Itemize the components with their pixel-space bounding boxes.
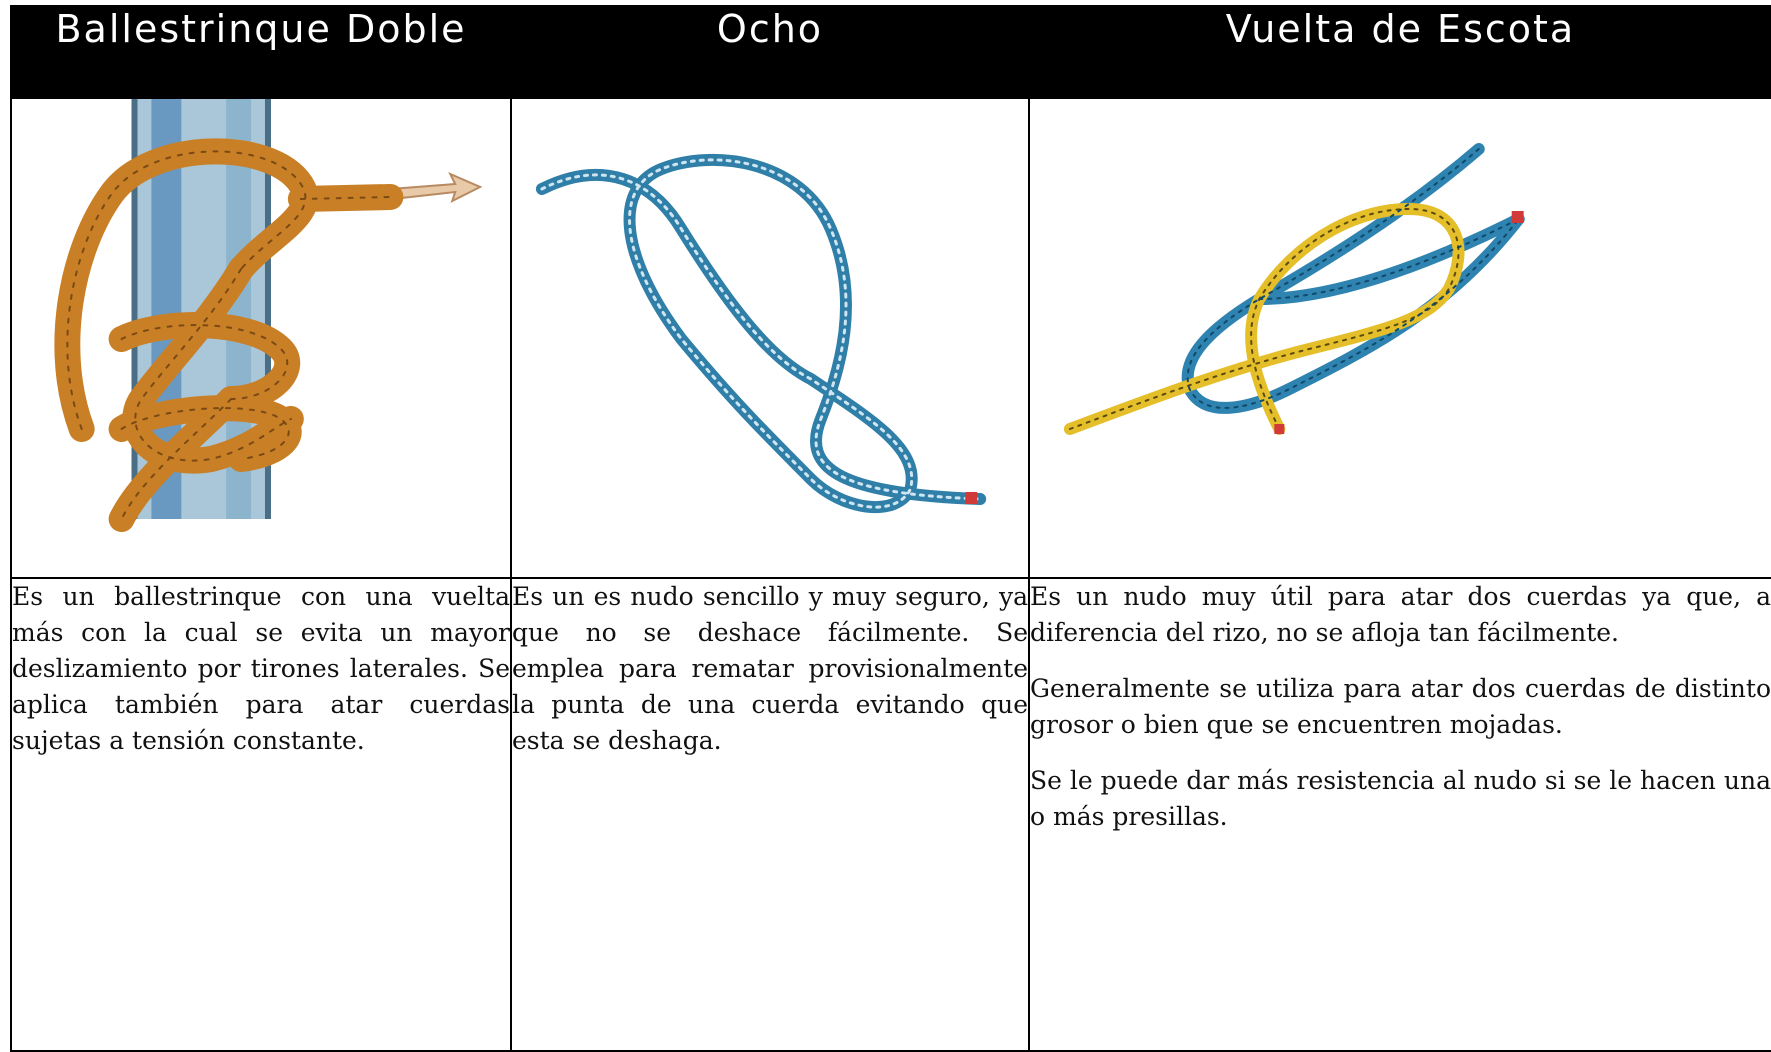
illustration-cell-vuelta-de-escota xyxy=(1028,97,1771,579)
column-title-ocho: Ocho xyxy=(510,5,1030,99)
description-paragraph: Generalmente se utiliza para atar dos cu… xyxy=(1030,674,1771,739)
description-paragraph: Es un es nudo sencillo y muy seguro, ya … xyxy=(512,582,1028,755)
sheet-bend-illustration xyxy=(1063,143,1525,435)
description-vuelta-de-escota: Es un nudo muy útil para atar dos cuerda… xyxy=(1028,577,1771,1052)
description-ocho: Es un es nudo sencillo y muy seguro, ya … xyxy=(510,577,1030,1052)
description-paragraph: Se le puede dar más resistencia al nudo … xyxy=(1030,766,1771,831)
clove-hitch-illustration xyxy=(54,99,483,532)
illustration-row xyxy=(10,97,1771,579)
illustration-cell-ocho xyxy=(510,97,1030,579)
description-paragraph: Es un ballestrinque con una vuelta más c… xyxy=(12,582,510,755)
illustration-cell-ballestrinque xyxy=(10,97,512,579)
figure-eight-illustration xyxy=(535,153,987,514)
column-title-ballestrinque-doble: Ballestrinque Doble xyxy=(10,5,512,99)
description-paragraph: Es un nudo muy útil para atar dos cuerda… xyxy=(1030,582,1771,647)
description-ballestrinque-doble: Es un ballestrinque con una vuelta más c… xyxy=(10,577,512,1052)
column-title-vuelta-de-escota: Vuelta de Escota xyxy=(1028,5,1771,99)
header-row: Ballestrinque Doble Ocho Vuelta de Escot… xyxy=(10,5,1771,99)
description-row: Es un ballestrinque con una vuelta más c… xyxy=(10,577,1771,1052)
knots-table: Ballestrinque Doble Ocho Vuelta de Escot… xyxy=(10,5,1771,1052)
